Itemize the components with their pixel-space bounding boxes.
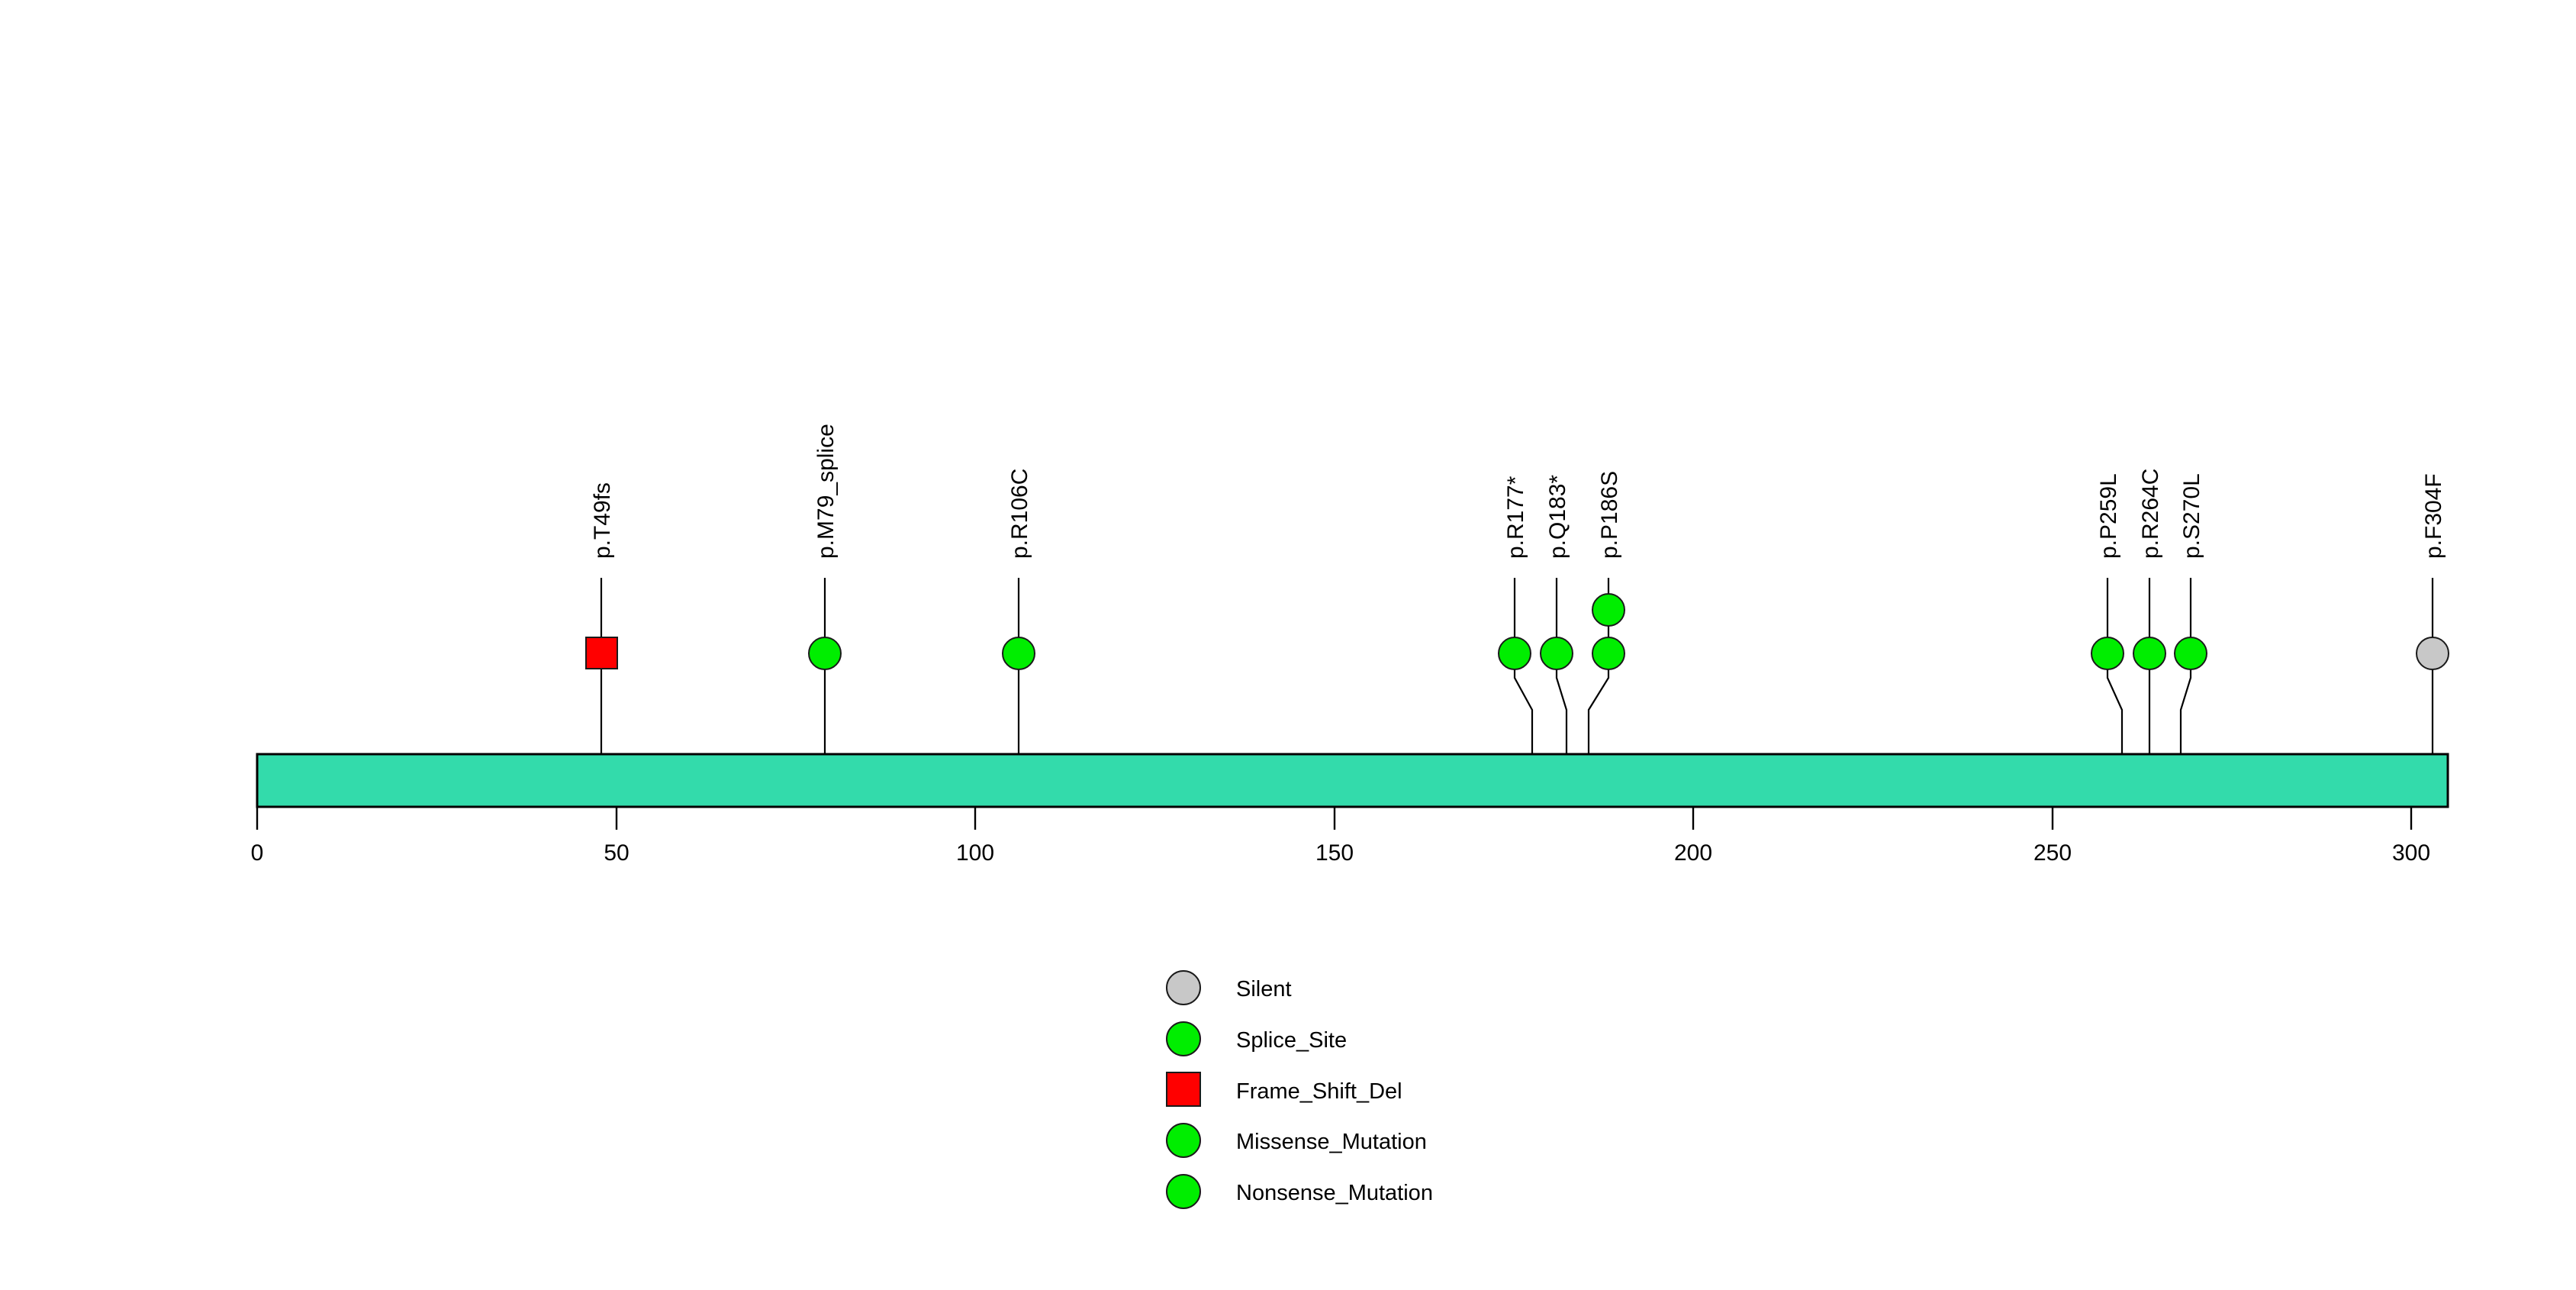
legend-swatch-missense-mutation bbox=[1166, 1123, 1201, 1158]
legend-item-frame-shift-del[interactable]: Frame_Shift_Del bbox=[1166, 1072, 1402, 1107]
legend-item-nonsense-mutation[interactable]: Nonsense_Mutation bbox=[1166, 1174, 1433, 1209]
mutation-label-p-r177-star: p.R177* bbox=[1503, 476, 1528, 559]
axis-tick-label-200: 200 bbox=[1674, 840, 1712, 866]
mutation-label-p-s270l: p.S270L bbox=[2179, 473, 2204, 559]
axis-tick-label-250: 250 bbox=[2033, 840, 2072, 866]
x-axis: 0 50 100 150 200 250 300 bbox=[251, 805, 2430, 866]
lollipop-head-p-t49fs[interactable] bbox=[585, 637, 618, 669]
legend-label-missense-mutation: Missense_Mutation bbox=[1236, 1130, 1427, 1154]
legend-swatch-silent bbox=[1166, 970, 1201, 1005]
lollipop-head-p-p186s-2[interactable] bbox=[1592, 593, 1625, 627]
mutation-label-p-r264c: p.R264C bbox=[2138, 469, 2163, 559]
axis-tick-label-0: 0 bbox=[251, 840, 264, 866]
lollipop-head-group bbox=[585, 593, 2449, 670]
legend-label-nonsense-mutation: Nonsense_Mutation bbox=[1236, 1181, 1433, 1205]
lollipop-head-p-p259l[interactable] bbox=[2091, 637, 2124, 670]
legend-label-silent: Silent bbox=[1236, 977, 1292, 1001]
mutation-label-p-t49fs: p.T49fs bbox=[590, 482, 615, 559]
legend-swatch-splice-site bbox=[1166, 1021, 1201, 1056]
lollipop-head-p-s270l[interactable] bbox=[2174, 637, 2207, 670]
lollipop-head-p-r264c[interactable] bbox=[2133, 637, 2166, 670]
mutation-label-p-r106c: p.R106C bbox=[1007, 469, 1032, 559]
mutation-label-p-q183-star: p.Q183* bbox=[1545, 475, 1570, 559]
mutation-label-p-m79-splice: p.M79_splice bbox=[813, 424, 839, 559]
axis-tick-label-150: 150 bbox=[1315, 840, 1354, 866]
legend-item-splice-site[interactable]: Splice_Site bbox=[1166, 1021, 1347, 1056]
legend: Silent Splice_Site Frame_Shift_Del Misse… bbox=[1166, 970, 1433, 1209]
legend-item-silent[interactable]: Silent bbox=[1166, 970, 1292, 1005]
lollipop-head-p-m79-splice[interactable] bbox=[808, 637, 842, 670]
lollipop-head-p-p186s-1[interactable] bbox=[1592, 637, 1625, 670]
mutation-label-p-p186s: p.P186S bbox=[1597, 471, 1622, 559]
axis-tick-label-300: 300 bbox=[2392, 840, 2430, 866]
lollipop-head-p-f304f[interactable] bbox=[2416, 637, 2449, 670]
protein-backbone-bar bbox=[256, 753, 2449, 808]
lollipop-head-p-r177-star[interactable] bbox=[1498, 637, 1531, 670]
legend-label-splice-site: Splice_Site bbox=[1236, 1028, 1347, 1053]
axis-tick-label-50: 50 bbox=[604, 840, 629, 866]
legend-swatch-frame-shift-del bbox=[1166, 1072, 1201, 1107]
legend-label-frame-shift-del: Frame_Shift_Del bbox=[1236, 1079, 1402, 1104]
lollipop-head-p-r106c[interactable] bbox=[1002, 637, 1035, 670]
legend-swatch-nonsense-mutation bbox=[1166, 1174, 1201, 1209]
mutation-label-group: p.T49fs p.M79_splice p.R106C p.R177* p.Q… bbox=[590, 424, 2446, 559]
axis-tick-label-100: 100 bbox=[956, 840, 994, 866]
legend-item-missense-mutation[interactable]: Missense_Mutation bbox=[1166, 1123, 1427, 1158]
mutation-label-p-f304f: p.F304F bbox=[2421, 473, 2446, 559]
mutation-label-p-p259l: p.P259L bbox=[2096, 473, 2121, 559]
lollipop-head-p-q183-star[interactable] bbox=[1540, 637, 1573, 670]
